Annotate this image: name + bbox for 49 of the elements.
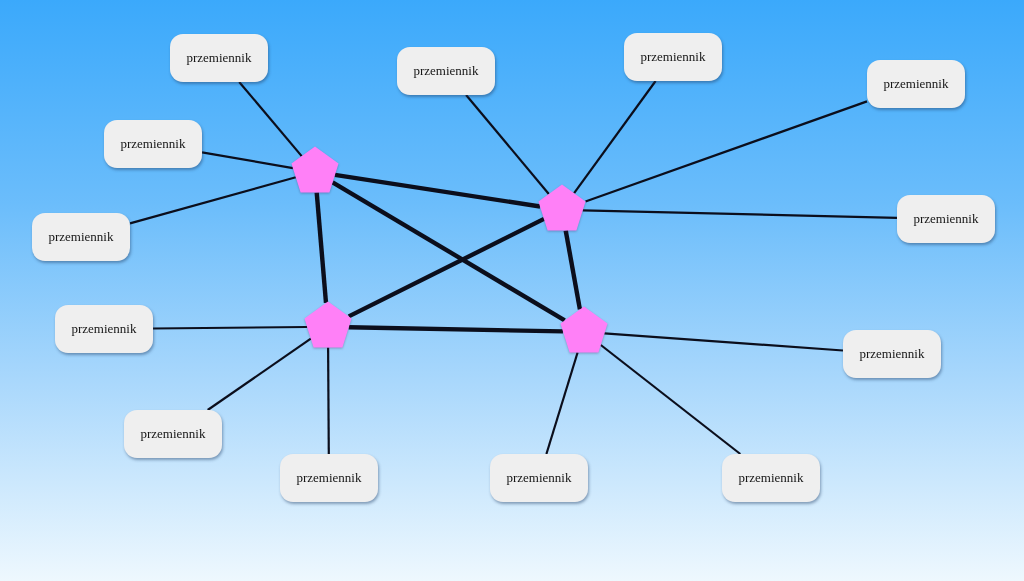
box-label: przemiennik [859,346,925,362]
rounded-text-box [722,454,820,502]
box-label: przemiennik [48,229,114,245]
thick-connector-line [348,325,564,334]
box-label: przemiennik [71,321,137,337]
rounded-text-box [280,454,378,502]
connector-line [585,100,868,203]
rounded-text-box [55,305,153,353]
box-label: przemiennik [506,470,572,486]
connector-line [604,332,844,352]
pentagon-node [291,146,339,193]
pentagon-node [304,301,352,348]
rounded-text-box [490,454,588,502]
connector-line [201,151,294,170]
connector-line [573,80,657,194]
rounded-text-box [897,195,995,243]
rounded-text-box [32,213,130,261]
thick-connector-line [334,172,541,209]
connector-line [545,352,579,455]
thick-connector-line [347,216,545,319]
connector-line [582,209,898,219]
rounded-text-box [624,33,722,81]
box-label: przemiennik [413,63,479,79]
box-label: przemiennik [120,136,186,152]
pentagon-node [538,184,586,231]
box-label: przemiennik [883,76,949,92]
rounded-text-box [843,330,941,378]
rounded-text-box [397,47,495,95]
box-label: przemiennik [913,211,979,227]
connector-line [465,94,550,195]
box-label: przemiennik [738,470,804,486]
connector-line [207,337,312,411]
thick-connector-line [563,230,583,310]
connector-line [600,344,741,455]
connector-line [129,176,297,225]
box-label: przemiennik [296,470,362,486]
rounded-text-box [170,34,268,82]
connector-line [327,347,330,454]
connector-line [238,81,303,157]
box-label: przemiennik [140,426,206,442]
rounded-text-box [104,120,202,168]
thick-connector-line [314,192,329,304]
box-label: przemiennik [186,50,252,66]
thick-connector-line [331,180,566,323]
connector-line [153,325,308,330]
box-label: przemiennik [640,49,706,65]
pentagon-node [560,306,608,353]
rounded-text-box [867,60,965,108]
rounded-text-box [124,410,222,458]
